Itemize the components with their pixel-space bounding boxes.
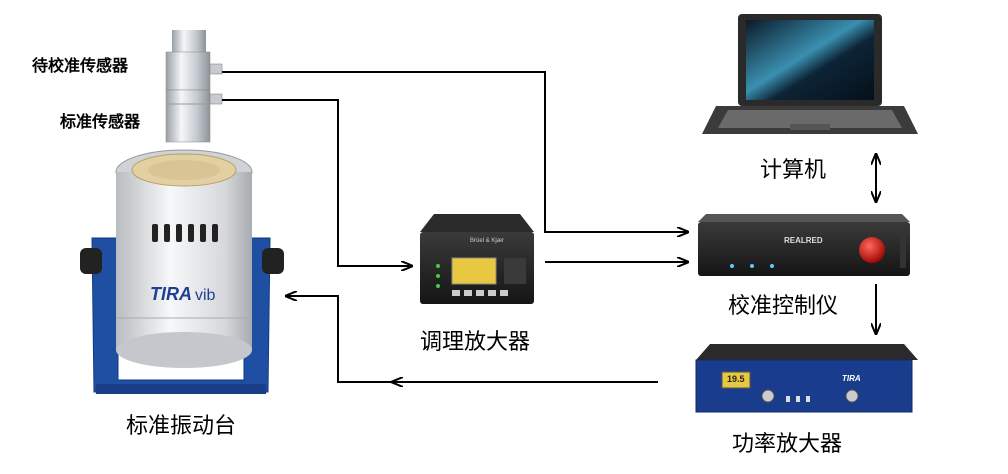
sensor-stack [165, 30, 223, 143]
conditioner-brand: Brüel & Kjær [470, 238, 505, 244]
power-amplifier [695, 344, 918, 413]
label-controller: 校准控制仪 [728, 294, 839, 319]
arrow-test-sensor-to-controller [222, 71, 688, 232]
laptop [702, 14, 918, 134]
label-shaker: 标准振动台 [126, 414, 237, 439]
shaker-brand-suffix: vib [195, 287, 216, 304]
label-reference-sensor: 标准传感器 [60, 112, 141, 131]
label-power-amp: 功率放大器 [732, 432, 843, 457]
arrow-amp-to-shaker-2 [286, 296, 392, 383]
arrow-ref-sensor-to-conditioner [222, 99, 412, 266]
label-sensor-under-test: 待校准传感器 [32, 56, 129, 75]
label-computer: 计算机 [760, 158, 827, 183]
signal-conditioner [420, 214, 534, 304]
calibration-controller [698, 214, 910, 276]
controller-brand: REALRED [784, 236, 823, 245]
label-conditioner: 调理放大器 [420, 330, 531, 355]
power-amp-brand: TIRA [842, 374, 861, 383]
connections [222, 71, 876, 383]
amp-display-value: 19.5 [727, 374, 745, 384]
shaker [80, 149, 284, 394]
